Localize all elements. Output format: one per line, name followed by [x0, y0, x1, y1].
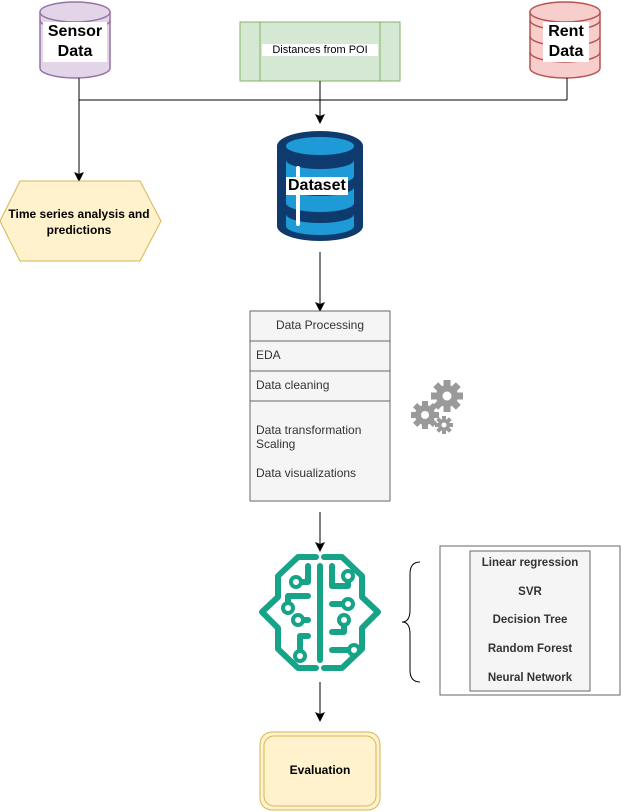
time-series-label: Time series analysis and predictions — [8, 207, 150, 237]
dp-row-data-transformation: Data transformation — [256, 423, 362, 437]
model-linear-regression: Linear regression — [481, 557, 579, 569]
model-neural-network: Neural Network — [487, 672, 573, 684]
model-decision-tree: Decision Tree — [492, 614, 568, 626]
dataset-label: Dataset — [286, 177, 348, 195]
dp-row-eda: EDA — [256, 348, 281, 362]
model-svr: SVR — [518, 586, 542, 598]
distances-poi-label: Distances from POI — [262, 44, 378, 56]
sensor-data-line1: Sensor — [47, 23, 103, 40]
connectors — [74, 78, 568, 722]
sensor-data-label: Sensor Data — [43, 22, 107, 62]
dp-row-scaling: Scaling — [256, 437, 296, 451]
dp-row-data-cleaning: Data cleaning — [256, 378, 330, 392]
sensor-data-line2: Data — [57, 43, 93, 60]
data-processing-box — [249, 310, 391, 502]
time-series-hexagon — [0, 180, 162, 262]
model-random-forest: Random Forest — [487, 643, 573, 655]
rent-data-line1: Rent — [548, 23, 584, 40]
left-curly-brace — [401, 561, 421, 683]
models-container — [439, 545, 621, 696]
gears-icon — [411, 380, 463, 434]
evaluation-box — [259, 731, 381, 811]
data-processing-title: Data Processing — [275, 318, 365, 332]
dp-row-data-visualizations: Data visualizations — [256, 466, 357, 480]
evaluation-label: Evaluation — [289, 763, 351, 777]
rent-data-label: Rent Data — [543, 22, 589, 62]
ai-brain-nodes — [281, 569, 361, 663]
rent-data-line2: Data — [548, 43, 584, 60]
